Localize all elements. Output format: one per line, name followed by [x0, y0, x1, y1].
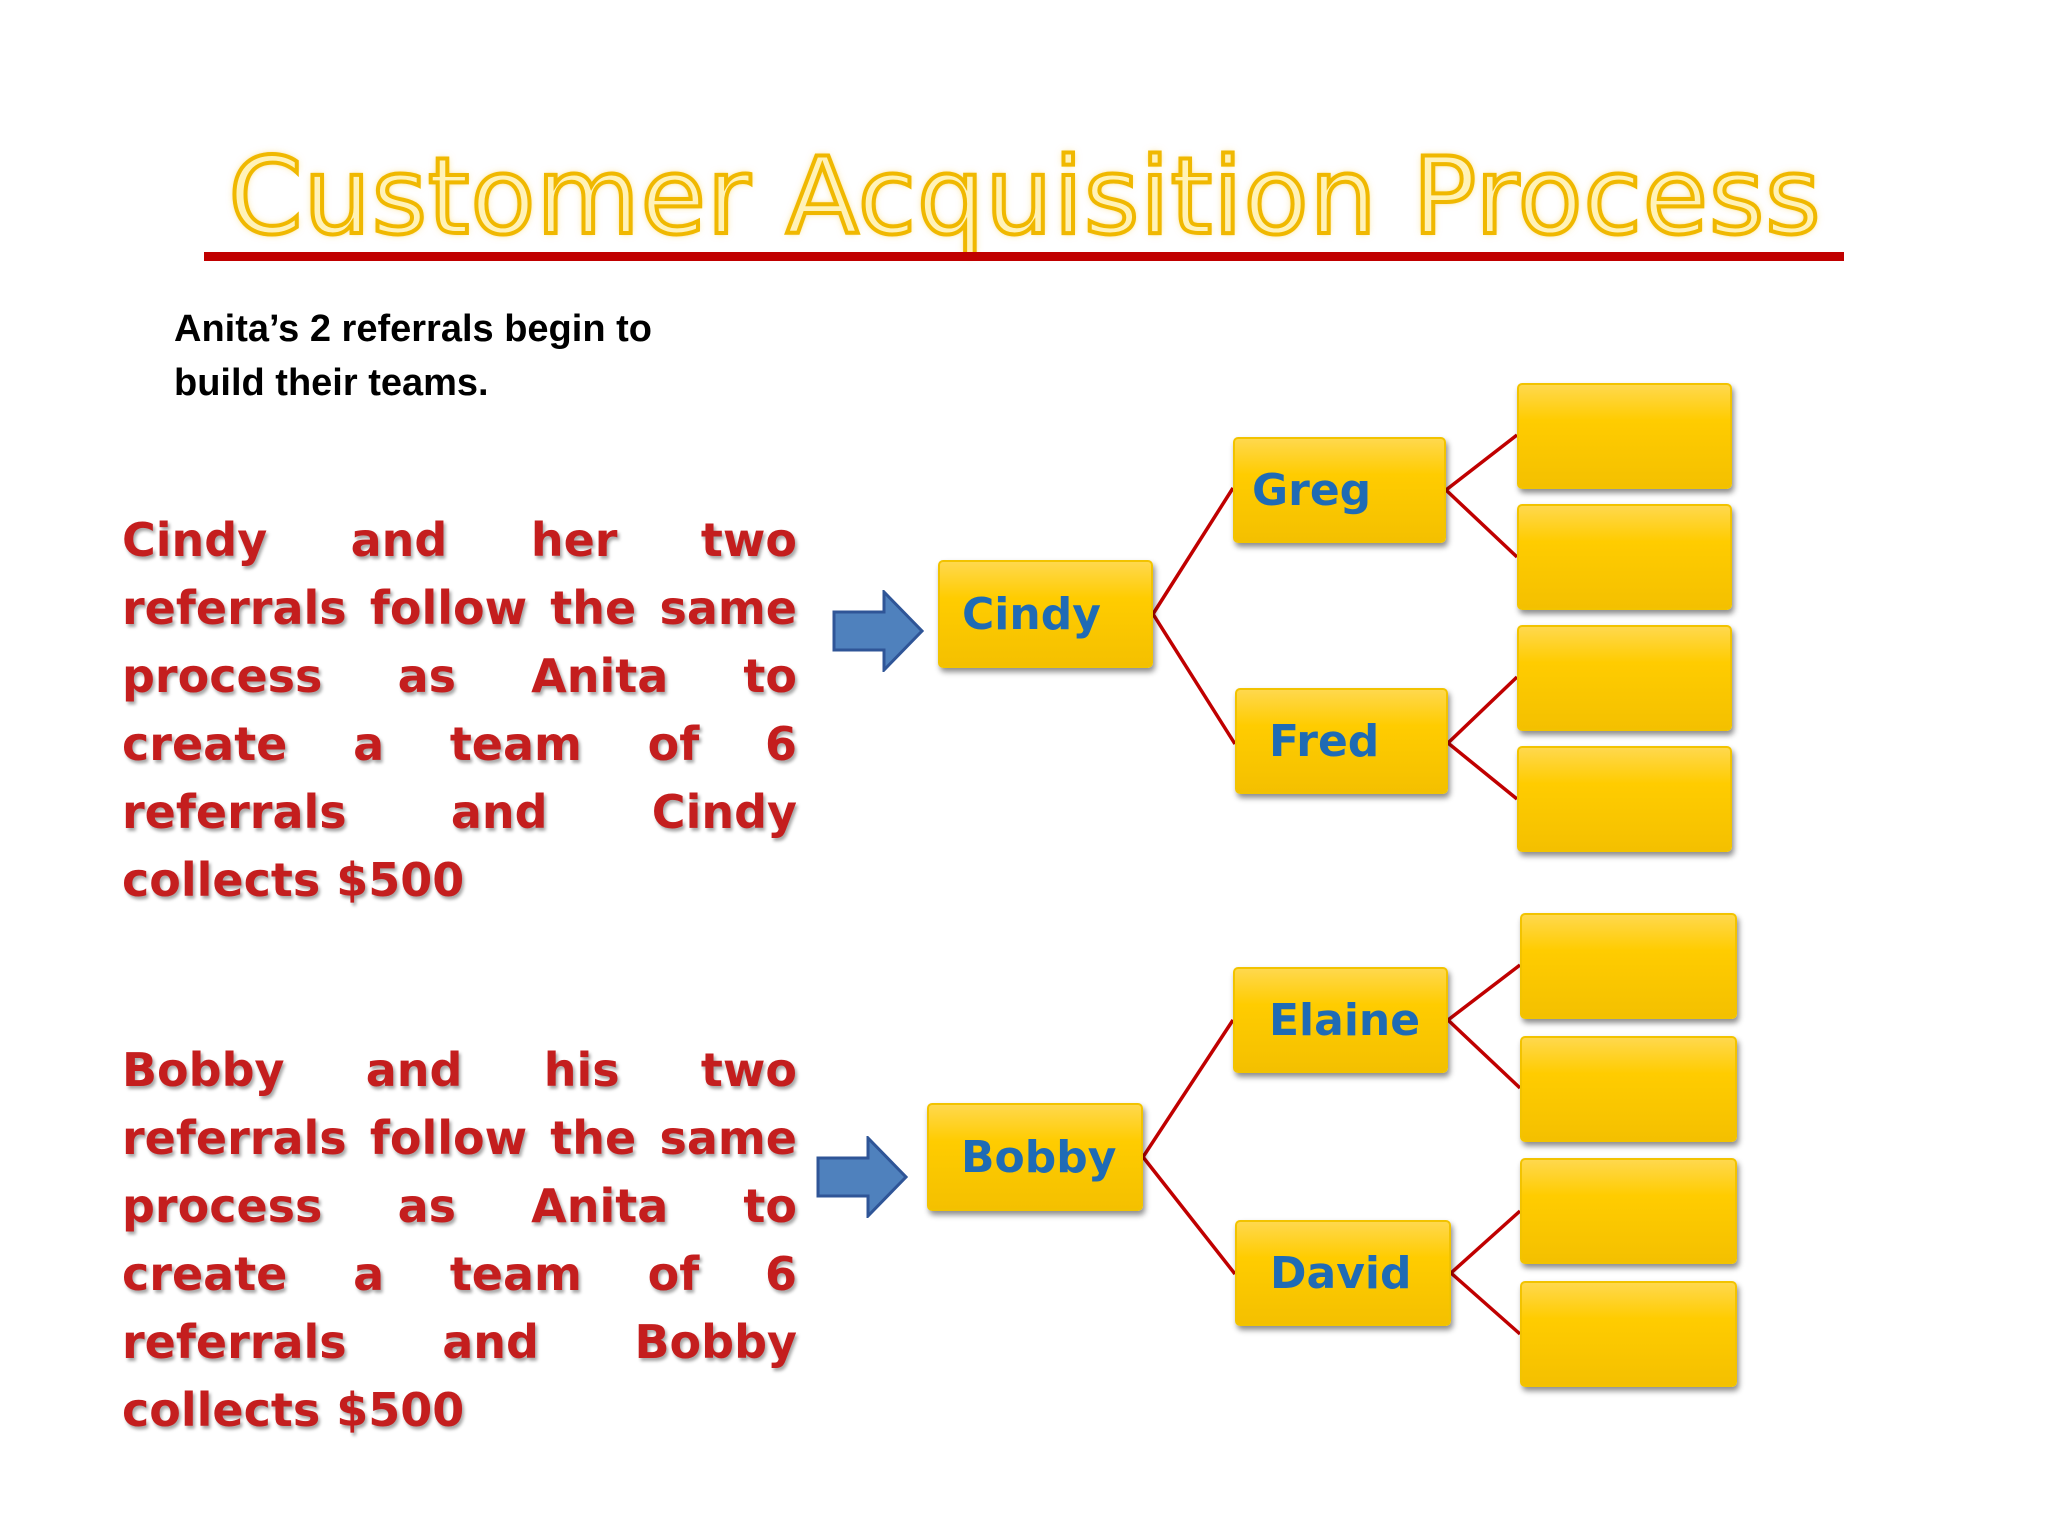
leaf-box-empty [1517, 504, 1732, 610]
bobby-team-description: Bobby and his two referrals follow the s… [122, 1043, 797, 1437]
right-arrow-icon [816, 1136, 908, 1218]
node-david: David [1235, 1220, 1451, 1326]
leaf-box-empty [1517, 383, 1732, 489]
subtitle: Anita’s 2 referrals begin to build their… [174, 302, 734, 410]
right-arrow-icon [832, 590, 924, 672]
connector-line [1151, 613, 1237, 745]
leaf-box-empty [1517, 625, 1732, 731]
subtitle-line-1: Anita’s 2 referrals begin to [174, 308, 652, 350]
connector-line [1446, 963, 1522, 1022]
connector-line [1141, 1155, 1237, 1276]
node-label: Greg [1252, 464, 1372, 516]
connector-line [1444, 433, 1519, 492]
page-title: Customer Acquisition Process [227, 133, 1823, 260]
node-fred: Fred [1235, 688, 1448, 794]
connector-line [1446, 1018, 1522, 1090]
connector-line [1449, 1271, 1522, 1336]
connector-line [1141, 1019, 1235, 1158]
node-label: Elaine [1269, 994, 1421, 1046]
node-elaine: Elaine [1233, 967, 1448, 1073]
leaf-box-empty [1520, 913, 1737, 1019]
connector-line [1151, 487, 1235, 615]
leaf-box-empty [1517, 746, 1732, 852]
title-underline [204, 252, 1844, 261]
node-label: David [1270, 1247, 1412, 1299]
connector-line [1446, 741, 1519, 801]
leaf-box-empty [1520, 1158, 1737, 1264]
connector-line [1446, 675, 1519, 745]
node-greg: Greg [1233, 437, 1446, 543]
node-cindy: Cindy [938, 560, 1153, 668]
node-label: Cindy [962, 588, 1101, 640]
node-label: Fred [1269, 715, 1380, 767]
leaf-box-empty [1520, 1036, 1737, 1142]
leaf-box-empty [1520, 1281, 1737, 1387]
node-label: Bobby [961, 1131, 1117, 1183]
connector-line [1444, 488, 1519, 559]
subtitle-line-2: build their teams. [174, 362, 489, 404]
cindy-team-description: Cindy and her two referrals follow the s… [122, 513, 797, 907]
connector-line [1449, 1209, 1522, 1275]
node-bobby: Bobby [927, 1103, 1143, 1211]
